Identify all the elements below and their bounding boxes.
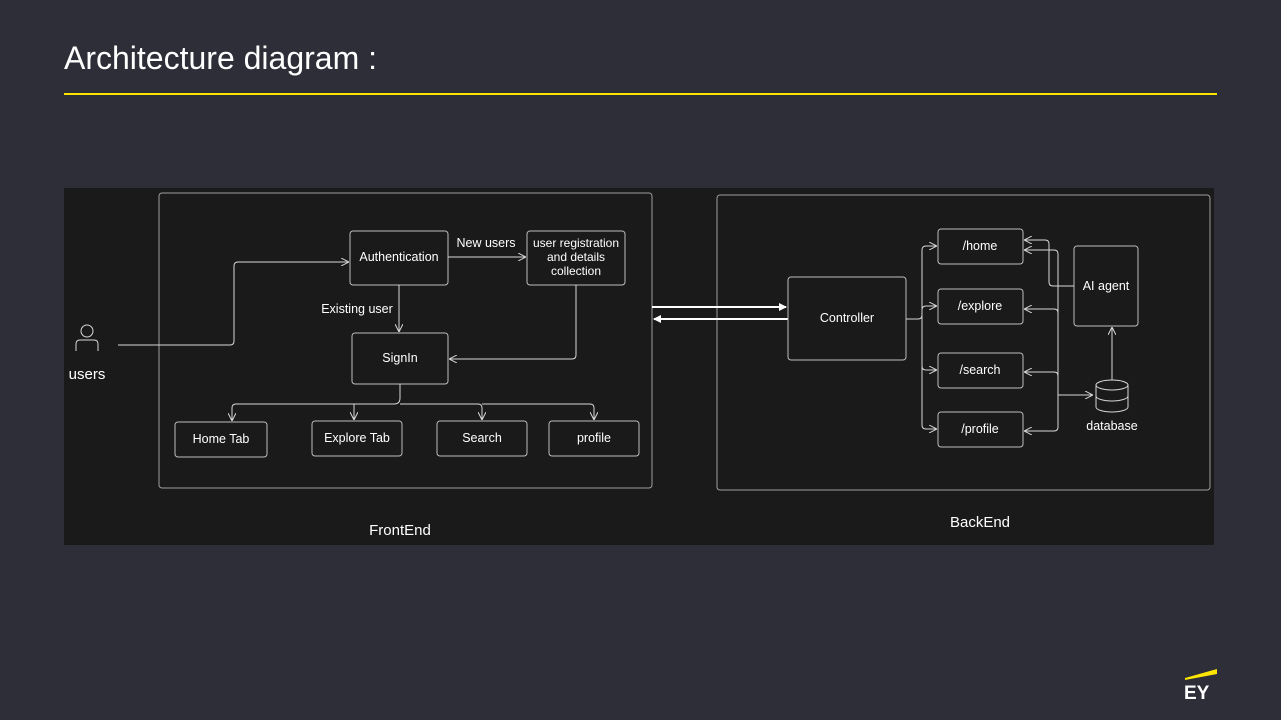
users-to-auth-arrow: [118, 262, 348, 346]
route-explore-label: /explore: [958, 299, 1003, 313]
registration-line-2: and details: [547, 250, 605, 264]
database-icon: [1095, 379, 1129, 413]
authentication-label: Authentication: [359, 250, 438, 264]
route-profile-box: [937, 411, 1024, 448]
home-tab-label: Home Tab: [193, 432, 250, 446]
database-to-search-arrow: [1025, 372, 1059, 377]
route-search-label: /search: [960, 363, 1001, 377]
backend-label: BackEnd: [950, 514, 1010, 531]
users-label: users: [69, 366, 106, 383]
database-to-explore-arrow: [1025, 309, 1059, 314]
signin-to-profile-arrow: [482, 403, 594, 419]
route-profile-label: /profile: [961, 422, 999, 436]
registration-to-signin-arrow: [450, 285, 577, 359]
diagram-canvas: FrontEnd BackEnd users Authentication us…: [69, 192, 1211, 539]
title-underline: [64, 93, 1217, 95]
user-icon: [75, 324, 99, 351]
slide-title: Architecture diagram :: [64, 40, 378, 76]
controller-to-home-arrow: [906, 246, 936, 320]
route-explore-box: [937, 288, 1024, 325]
registration-line-1: user registration: [533, 236, 619, 250]
database-to-home-arrow: [1025, 250, 1059, 395]
architecture-diagram: FrontEnd BackEnd users Authentication us…: [64, 188, 1214, 545]
route-search-box: [937, 352, 1024, 389]
profile-tab-label: profile: [577, 431, 611, 445]
route-home-box: [937, 228, 1024, 265]
registration-line-3: collection: [551, 264, 601, 278]
existing-user-label: Existing user: [321, 302, 393, 316]
signin-label: SignIn: [382, 351, 417, 365]
search-tab-box: [436, 420, 528, 457]
frontend-label: FrontEnd: [369, 522, 431, 539]
database-to-profile-arrow: [1025, 395, 1059, 431]
route-home-label: /home: [963, 239, 998, 253]
controller-label: Controller: [820, 311, 874, 325]
ey-logo: EY: [1183, 666, 1219, 704]
explore-tab-label: Explore Tab: [324, 431, 390, 445]
ey-logo-text: EY: [1184, 683, 1210, 702]
explore-tab-box: [311, 420, 403, 457]
controller-to-profile-arrow: [921, 366, 936, 429]
frontend-region: [158, 192, 653, 489]
signin-to-search-arrow: [400, 403, 482, 419]
ai-agent-to-home-arrow: [1025, 240, 1074, 287]
signin-to-home-arrow: [232, 384, 401, 420]
controller-to-search-arrow: [921, 319, 936, 370]
controller-to-explore-arrow: [921, 306, 936, 319]
new-users-label: New users: [456, 236, 515, 250]
profile-tab-box: [548, 420, 640, 457]
ai-agent-label: AI agent: [1083, 279, 1130, 293]
search-tab-label: Search: [462, 431, 502, 445]
backend-region: [716, 194, 1211, 491]
home-tab-box: [174, 421, 268, 458]
database-label: database: [1086, 419, 1137, 433]
